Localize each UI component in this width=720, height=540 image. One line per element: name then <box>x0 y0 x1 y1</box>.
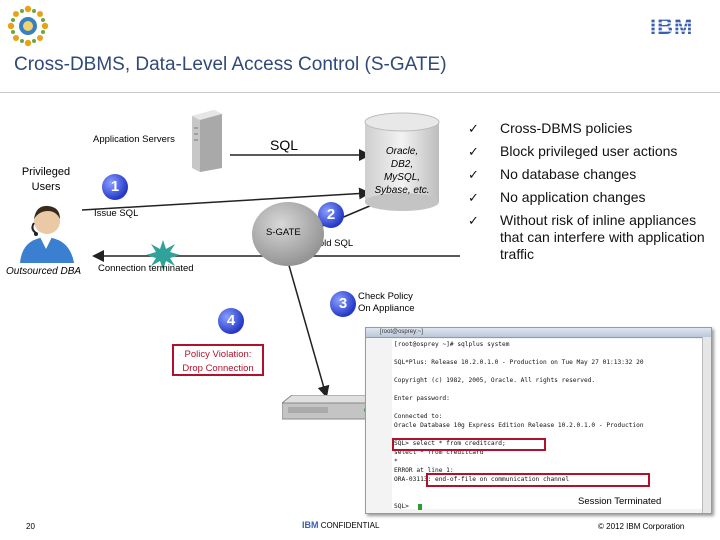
terminal-line: * <box>394 458 398 465</box>
bullet-item: ✓ No application changes <box>468 189 720 206</box>
bullet-item: ✓ Without risk of inline appliances that… <box>468 212 720 263</box>
footer-confidential: IBM CONFIDENTIAL <box>302 520 379 530</box>
bullet-text: No application changes <box>500 189 646 205</box>
terminal-title-bar: [root@osprey:~] <box>366 328 711 338</box>
database-line-2: DB2, <box>390 159 414 170</box>
application-servers-label: Application Servers <box>93 134 175 145</box>
terminal-line: Copyright (c) 1982, 2005, Oracle. All ri… <box>394 377 596 384</box>
title-divider <box>0 92 720 93</box>
bullet-item: ✓ Cross-DBMS policies <box>468 120 720 137</box>
terminal-window: [root@osprey:~] [root@osprey ~]# sqlplus… <box>365 327 712 514</box>
privileged-users-label: Privileged Users <box>16 165 76 195</box>
terminal-line: SQL> <box>394 503 409 510</box>
hold-sql-label: Hold SQL <box>312 238 354 249</box>
terminal-scrollbar[interactable] <box>702 337 711 513</box>
database-line-3: MySQL, <box>383 172 421 183</box>
database-line-1: Oracle, <box>385 146 419 157</box>
checkmark-icon: ✓ <box>468 121 479 136</box>
terminal-cursor <box>418 504 422 510</box>
session-terminated-label: Session Terminated <box>576 496 664 507</box>
bullet-text: No database changes <box>500 166 637 182</box>
issue-sql-label: Issue SQL <box>94 208 139 219</box>
footer-page-number: 20 <box>26 522 35 531</box>
terminal-line: Oracle Database 10g Express Edition Rele… <box>394 422 644 429</box>
connection-terminated-label: Connection terminated <box>98 263 194 274</box>
logo-badge <box>6 4 50 48</box>
privileged-users-line-2: Users <box>31 181 61 193</box>
privileged-users-line-1: Privileged <box>21 166 71 178</box>
sql-label: SQL <box>270 137 299 153</box>
step-1-marker: 1 <box>102 174 128 200</box>
select-statement-highlight <box>392 438 546 451</box>
check-policy-label: Check Policy On Appliance <box>358 291 415 315</box>
user-avatar <box>12 197 82 263</box>
step-2-marker: 2 <box>318 202 344 228</box>
step-3-marker: 3 <box>330 291 356 317</box>
terminal-line: [root@osprey ~]# sqlplus system <box>394 341 510 348</box>
s-gate-label: S-GATE <box>266 227 301 238</box>
server-icon <box>188 110 224 172</box>
checkmark-icon: ✓ <box>468 213 479 228</box>
bullet-text: Block privileged user actions <box>500 143 678 159</box>
ibm-logo: IBM <box>650 14 702 39</box>
policy-violation-box: Policy Violation: Drop Connection <box>172 344 264 376</box>
terminal-line: select * from creditcard <box>394 449 484 456</box>
bullet-item: ✓ Block privileged user actions <box>468 143 720 160</box>
terminal-body: [root@osprey ~]# sqlplus system SQL*Plus… <box>392 339 702 510</box>
feature-bullet-list: ✓ Cross-DBMS policies ✓ Block privileged… <box>468 120 720 269</box>
checkmark-icon: ✓ <box>468 144 479 159</box>
outsourced-dba-label: Outsourced DBA <box>6 266 82 277</box>
terminal-line: ORA-03113: end-of-file on communication … <box>394 476 570 483</box>
bullet-text: Without risk of inline appliances that c… <box>500 212 705 262</box>
check-policy-line-1: Check Policy <box>358 291 413 302</box>
checkmark-icon: ✓ <box>468 167 479 182</box>
step-4-marker: 4 <box>218 308 244 334</box>
terminal-line: Connected to: <box>394 413 443 420</box>
connection-break-icon <box>146 240 180 270</box>
database-line-4: Sybase, etc. <box>374 185 430 196</box>
terminal-line: SQL*Plus: Release 10.2.0.1.0 - Productio… <box>394 359 644 366</box>
s-gate-node <box>250 200 326 268</box>
footer-confidential-text: CONFIDENTIAL <box>320 521 380 530</box>
bullet-item: ✓ No database changes <box>468 166 720 183</box>
terminal-line: ERROR at line 1: <box>394 467 454 474</box>
terminal-line: Enter password: <box>394 395 450 402</box>
database-label: Oracle, DB2, MySQL, Sybase, etc. <box>364 145 440 197</box>
footer-ibm-logo: IBM <box>302 520 319 530</box>
policy-violation-line-1: Policy Violation: <box>184 349 252 360</box>
policy-violation-line-2: Drop Connection <box>182 363 254 374</box>
database-icon <box>364 112 440 212</box>
error-message-highlight <box>426 473 650 487</box>
page-title: Cross-DBMS, Data-Level Access Control (S… <box>14 54 447 75</box>
check-policy-line-2: On Appliance <box>358 303 415 314</box>
footer-copyright: © 2012 IBM Corporation <box>598 522 685 531</box>
terminal-line: SQL> select * from creditcard; <box>394 440 506 447</box>
checkmark-icon: ✓ <box>468 190 479 205</box>
bullet-text: Cross-DBMS policies <box>500 120 633 136</box>
